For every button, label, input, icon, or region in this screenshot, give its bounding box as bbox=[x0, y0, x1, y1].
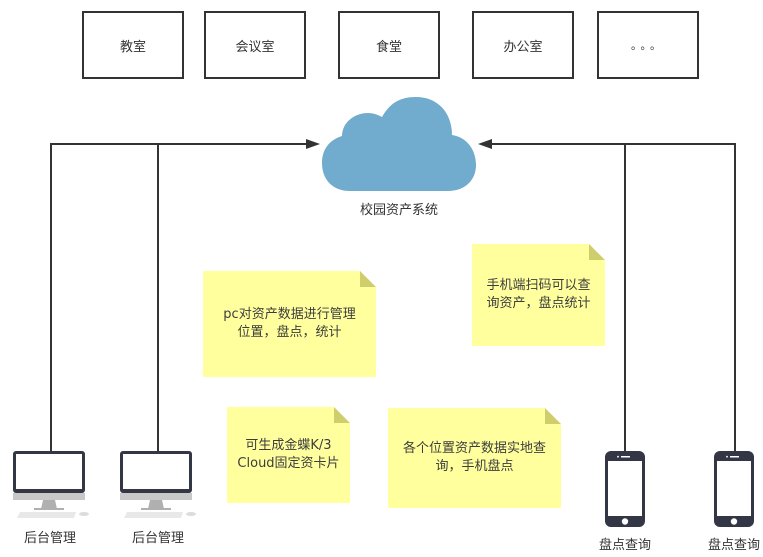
arrowhead-right bbox=[306, 139, 320, 149]
note-fold-icon bbox=[589, 244, 605, 260]
note-text-line: pc对资产数据进行管理 bbox=[223, 307, 356, 322]
note-text-line: 询资产，盘点统计 bbox=[486, 296, 591, 311]
smartphone-icon bbox=[714, 451, 754, 527]
location-label: 。。。 bbox=[631, 39, 665, 52]
note-text-line: Cloud固定资卡片 bbox=[237, 456, 340, 471]
smartphone-icon bbox=[605, 451, 645, 527]
location-label: 会议室 bbox=[235, 39, 275, 55]
location-box-office: 办公室 bbox=[472, 11, 574, 79]
device-label: 盘点查询 bbox=[707, 538, 760, 553]
cloud-label: 校园资产系统 bbox=[359, 203, 438, 218]
location-box-more: 。。。 bbox=[597, 11, 699, 79]
note-text-line: 手机端扫码可以查 bbox=[486, 278, 591, 293]
note-text-line: 可生成金蝶K/3 bbox=[245, 438, 332, 453]
location-label: 教室 bbox=[119, 39, 146, 55]
location-box-canteen: 食堂 bbox=[338, 11, 440, 79]
cloud-system bbox=[320, 95, 478, 193]
note-kingdee-card: 可生成金蝶K/3 Cloud固定资卡片 bbox=[227, 407, 350, 503]
device-label: 后台管理 bbox=[131, 531, 184, 546]
connector-desktop-1 bbox=[50, 143, 312, 452]
note-onsite-query: 各个位置资产数据实地查 询，手机盘点 bbox=[388, 408, 561, 508]
smartphone-1 bbox=[605, 451, 645, 531]
connector-phone-2 bbox=[488, 143, 736, 452]
cloud-icon bbox=[322, 97, 476, 191]
arrowhead-left bbox=[478, 139, 492, 149]
desktop-computer-1 bbox=[12, 451, 92, 525]
note-fold-icon bbox=[545, 408, 561, 424]
device-label: 盘点查询 bbox=[598, 538, 651, 553]
smartphone-2 bbox=[714, 451, 754, 531]
location-box-meeting-room: 会议室 bbox=[204, 11, 306, 79]
desktop-computer-icon bbox=[13, 451, 89, 518]
location-label: 办公室 bbox=[503, 39, 543, 55]
location-label: 食堂 bbox=[375, 39, 402, 55]
device-label: 后台管理 bbox=[23, 531, 76, 546]
note-fold-icon bbox=[360, 271, 376, 287]
note-fold-icon bbox=[334, 407, 350, 423]
location-box-classroom: 教室 bbox=[82, 11, 184, 79]
note-text-line: 各个位置资产数据实地查 bbox=[402, 441, 546, 456]
desktop-computer-2 bbox=[119, 451, 199, 525]
note-mobile-scan: 手机端扫码可以查 询资产，盘点统计 bbox=[472, 244, 605, 346]
note-text-line: 询，手机盘点 bbox=[435, 459, 514, 474]
note-text-line: 位置，盘点，统计 bbox=[237, 325, 342, 340]
desktop-computer-icon bbox=[120, 451, 196, 518]
note-pc-management: pc对资产数据进行管理 位置，盘点，统计 bbox=[203, 271, 376, 377]
